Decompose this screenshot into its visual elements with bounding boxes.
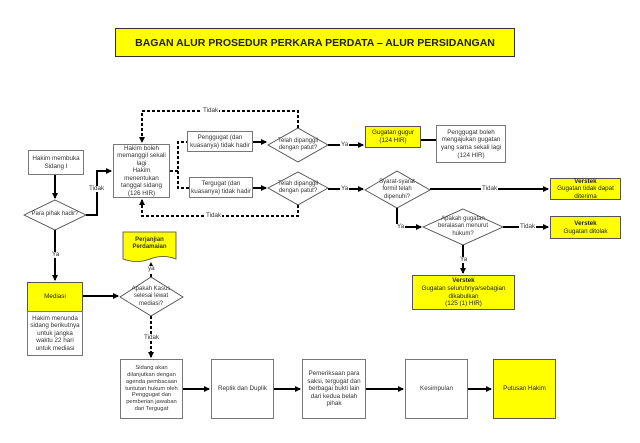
label-tidak: Tidak: [143, 334, 161, 342]
gugatan-gugur-ref: (124 HIR): [379, 137, 407, 144]
label-tidak: Tidak: [205, 212, 223, 220]
label-ya: Ya: [51, 251, 61, 259]
label-tidak: Tidak: [481, 185, 499, 193]
node-gugatan-gugur: Gugatan gugur (124 HIR): [365, 126, 421, 148]
penggugat-boleh-text: Penggugat boleh mengajukan gugatan yang …: [440, 128, 502, 151]
node-sidang-lanjut: Sidang akan dilanjutkan dengan agenda pe…: [120, 359, 183, 419]
label-ya: Ya: [340, 141, 350, 149]
verstek-body: Gugatan seluruhnya/sebagian dikabulkan: [421, 284, 506, 300]
decision-beralasan: Apakah gugatan beralasan menurut hukum?: [437, 216, 489, 237]
node-verstek-ditolak: Verstek Gugatan ditolak: [550, 216, 621, 239]
verstek-head: Verstek: [574, 219, 597, 227]
hakim-boleh-line1: Hakim boleh memanggil sekali lagi: [117, 144, 166, 167]
decision-kasus-selesai: Apakah Kasus selesai lewat mediasi?: [131, 286, 171, 307]
perjanjian-shape: [122, 231, 177, 262]
node-tergugat-tidak-hadir: Tergugat (dan kuasanya) tidak hadir: [189, 177, 253, 198]
verstek-head: Verstek: [574, 177, 597, 185]
verstek-ref: (125 (1) HIR): [445, 300, 482, 308]
label-ya: Ya: [396, 223, 406, 231]
label-tidak: Tidak: [519, 223, 537, 231]
node-pemeriksaan: Pemeriksaan para saksi, tergugat dan ber…: [302, 359, 366, 419]
node-penggugat-boleh: Penggugat boleh mengajukan gugatan yang …: [436, 125, 506, 163]
decision-para-pihak: Para pihak hadir?: [31, 211, 79, 218]
node-perjanjian-perdamaian: Perjanjian Perdamaian: [132, 236, 167, 250]
node-putusan-hakim: Putusan Hakim: [493, 359, 556, 419]
node-verstek-tidak-diterima: Verstek Gugatan tidak dapat diterima: [550, 178, 621, 200]
node-kesimpulan: Kesimpulan: [405, 359, 468, 419]
decision-dipanggil-1: Telah dipanggil dengan patut?: [277, 137, 319, 151]
label-ya: Ya: [459, 256, 469, 264]
label-tidak: Tidak: [88, 185, 106, 193]
node-mediasi-note: Hakim menunda sidang berikutnya untuk ja…: [27, 311, 83, 356]
node-verstek-dikabulkan: Verstek Gugatan seluruhnya/sebagian dika…: [412, 275, 515, 310]
decision-dipanggil-2: Telah dipanggil dengan patut?: [277, 180, 319, 194]
label-ya: ya: [147, 265, 156, 273]
label-tidak: Tidak: [202, 107, 220, 115]
penggugat-boleh-ref: (124 HIR): [457, 151, 485, 159]
node-hakim-boleh: Hakim boleh memanggil sekali lagi Hakim …: [113, 144, 170, 198]
label-ya: Ya: [340, 185, 350, 193]
gugatan-gugur-text: Gugatan gugur: [371, 129, 414, 137]
node-replik-duplik: Replik dan Duplik: [211, 359, 274, 419]
verstek-body: Gugatan ditolak: [563, 227, 608, 235]
hakim-boleh-line2: Hakim menentukan tanggal sidang (126 HIR…: [121, 167, 162, 197]
verstek-body: Gugatan tidak dapat diterima: [557, 185, 614, 200]
node-hakim-membuka: Hakim membuka Sidang I: [28, 150, 84, 175]
node-penggugat-tidak-hadir: Penggugat (dan kuasanya) tidak hadir: [187, 131, 253, 152]
page-title: BAGAN ALUR PROSEDUR PERKARA PERDATA – AL…: [115, 28, 515, 57]
decision-syarat-formil: Syarat-syarat formil telah dipenuhi?: [379, 179, 415, 200]
node-mediasi: Mediasi: [27, 282, 83, 312]
verstek-head: Verstek: [452, 277, 475, 285]
diamond-dipanggil-1: [267, 127, 329, 163]
